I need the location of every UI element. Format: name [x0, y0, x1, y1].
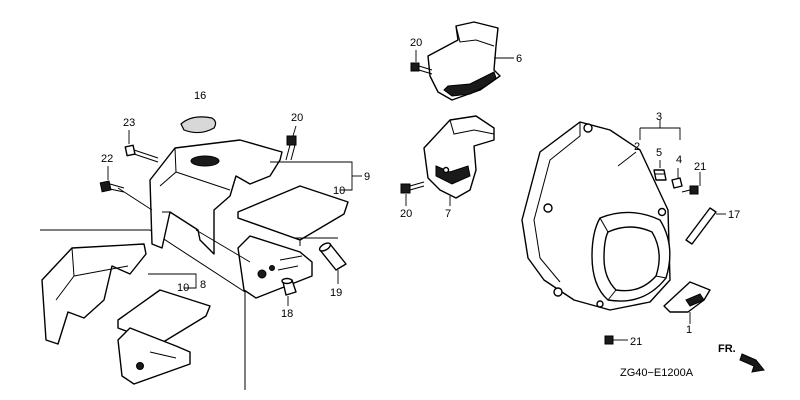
bolt-20-cover — [285, 125, 297, 161]
callout-19: 19 — [330, 287, 342, 299]
rod-17 — [685, 207, 726, 245]
cover-9 — [149, 139, 283, 255]
cover-8-inset — [41, 243, 211, 385]
callout-20-cover: 20 — [291, 112, 303, 124]
diagram-code: ZG40−E1200A — [620, 367, 694, 379]
grommet-18 — [281, 277, 297, 306]
callout-4: 4 — [676, 154, 682, 166]
callout-9: 9 — [364, 171, 370, 183]
leader-2-5 — [617, 120, 681, 178]
callout-17: 17 — [728, 209, 740, 221]
bolt-23 — [124, 130, 159, 163]
callout-10-lower: 10 — [177, 282, 189, 294]
callout-7: 7 — [445, 208, 451, 220]
shroud-7 — [423, 115, 495, 206]
cap-16 — [180, 116, 217, 134]
callout-16: 16 — [194, 90, 206, 102]
bolt-21-upper — [681, 172, 701, 195]
callout-21-lower: 21 — [630, 336, 642, 348]
callout-22: 22 — [101, 153, 113, 165]
callout-6: 6 — [516, 53, 522, 65]
collar-19 — [318, 242, 347, 284]
washer-4 — [671, 177, 683, 189]
inset-frame — [40, 229, 246, 390]
bracket-9-lower — [237, 235, 313, 299]
fan-cover — [521, 121, 671, 311]
assembly-lines — [117, 187, 251, 263]
callout-2: 2 — [634, 141, 640, 153]
leader-9-10 — [270, 161, 362, 239]
shroud-6 — [427, 21, 514, 101]
bolt-20-shroud — [410, 50, 433, 75]
callout-3: 3 — [656, 111, 662, 123]
callout-20-shroud6: 20 — [410, 37, 422, 49]
callout-labels: 1 2 3 4 5 6 7 8 9 10 10 16 17 18 19 20 2… — [101, 37, 740, 348]
callout-1: 1 — [686, 324, 692, 336]
bolt-22 — [99, 166, 125, 193]
plate-10-upper — [237, 185, 349, 246]
bolt-21-lower — [604, 335, 628, 345]
callout-23: 23 — [123, 117, 135, 129]
grommet-5 — [653, 169, 667, 181]
bolt-20-shroud7 — [400, 181, 425, 206]
callout-18: 18 — [281, 308, 293, 320]
front-label: FR. — [718, 343, 736, 355]
callout-21-upper: 21 — [694, 161, 706, 173]
callout-8: 8 — [200, 279, 206, 291]
callout-5: 5 — [656, 147, 662, 159]
callout-20-shroud7: 20 — [400, 208, 412, 220]
front-arrow-icon — [739, 353, 765, 373]
callout-10-upper: 10 — [333, 185, 345, 197]
bracket-1 — [663, 281, 711, 324]
